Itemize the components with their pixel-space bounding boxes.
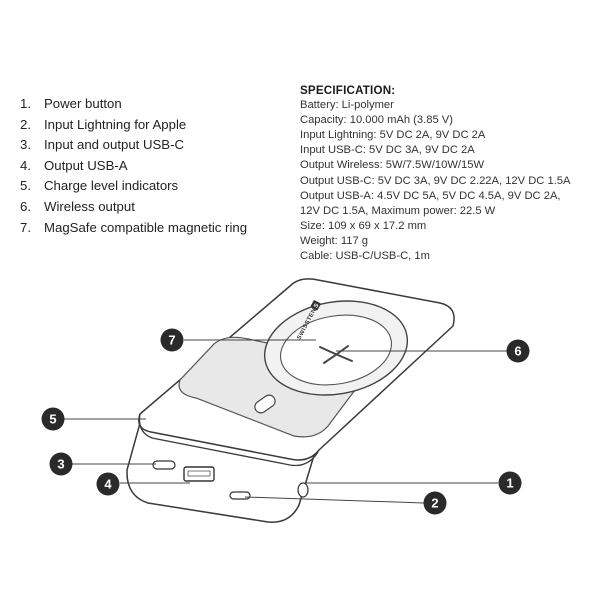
legend-label: Charge level indicators: [44, 178, 179, 194]
spec-line: 12V DC 1.5A, Maximum power: 22.5 W: [300, 204, 496, 217]
callout-5-label: 5: [49, 412, 56, 427]
callout-6: 6: [506, 339, 530, 363]
callout-6-label: 6: [514, 344, 521, 359]
legend-number: 5.: [20, 178, 31, 194]
spec-line: Weight: 117 g: [300, 234, 368, 247]
callout-3: 3: [49, 452, 73, 476]
legend-number: 7.: [20, 219, 31, 235]
legend-label: Input and output USB-C: [44, 137, 185, 153]
spec-line: Battery: Li-polymer: [300, 99, 394, 112]
legend-number: 2.: [20, 116, 31, 132]
legend-item: 4. Output USB-A: [20, 156, 247, 177]
callout-2: 2: [423, 491, 447, 515]
brand-mark: S: [313, 303, 320, 309]
callout-4-label: 4: [104, 477, 112, 492]
callout-7: 7: [160, 328, 184, 352]
legend-item: 3. Input and output USB-C: [20, 135, 247, 156]
spec-line: Output USB-C: 5V DC 3A, 9V DC 2.22A, 12V…: [300, 174, 571, 187]
spec-line: Cable: USB-C/USB-C, 1m: [300, 250, 430, 263]
device-front-edge: [138, 413, 319, 467]
callout-3-label: 3: [57, 457, 64, 472]
legend-label: Wireless output: [44, 198, 135, 214]
legend-list: 1. Power button 2. Input Lightning for App…: [20, 94, 247, 238]
legend-item: 6. Wireless output: [20, 197, 247, 218]
callout-4: 4: [96, 472, 120, 496]
legend-item: 5. Charge level indicators: [20, 176, 247, 197]
leader-lines: [62, 339, 512, 504]
spec-title: SPECIFICATION:: [300, 84, 396, 97]
callout-7-label: 7: [168, 333, 175, 348]
legend-item: 7. MagSafe compatible magnetic ring: [20, 218, 247, 239]
power-button: [297, 482, 309, 498]
legend-number: 6.: [20, 198, 31, 214]
spec-line: Size: 109 x 69 x 17.2 mm: [300, 219, 427, 232]
charge-level-indicator: [254, 394, 276, 414]
spec-line: Input USB-C: 5V DC 3A, 9V DC 2A: [300, 144, 475, 157]
legend-number: 3.: [20, 137, 31, 153]
brand-mark-box: [310, 300, 321, 311]
legend-item: 1. Power button: [20, 94, 247, 115]
wireless-charging-pad: [279, 314, 393, 386]
legend-label: Power button: [44, 96, 122, 111]
callout-5: 5: [41, 407, 65, 431]
legend-label: Output USB-A: [44, 157, 128, 173]
spec-line: Input Lightning: 5V DC 2A, 9V DC 2A: [300, 129, 486, 142]
wireless-cross-icon: [319, 345, 353, 364]
spec-line: Output Wireless: 5W/7.5W/10W/15W: [300, 159, 485, 172]
spec-line: Capacity: 10.000 mAh (3.85 V): [300, 114, 453, 127]
spec-line: Output USB-A: 4.5V DC 5A, 5V DC 4.5A, 9V…: [300, 189, 561, 202]
callout-2-label: 2: [431, 496, 438, 511]
legend-item: 2. Input Lightning for Apple: [20, 115, 247, 136]
legend-label: Input Lightning for Apple: [44, 116, 187, 132]
legend-number: 1.: [20, 96, 31, 111]
legend-label: MagSafe compatible magnetic ring: [44, 219, 248, 235]
callout-1-label: 1: [506, 476, 513, 491]
legend-number: 4.: [20, 157, 31, 173]
lightning-port: [229, 491, 251, 500]
callout-1: 1: [498, 471, 522, 495]
usb-a-port-inner: [187, 470, 211, 477]
specification-block: SPECIFICATION: Battery: Li-polymer Capac…: [300, 83, 570, 264]
usb-c-port: [152, 460, 176, 470]
